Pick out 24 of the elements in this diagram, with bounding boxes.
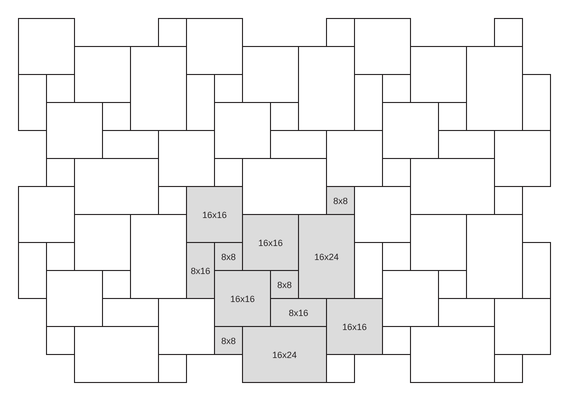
paving-tile (214, 242, 243, 271)
paving-tile (186, 242, 215, 299)
tile-size-label: 8x8 (221, 336, 236, 346)
tile-size-label: 16x24 (272, 350, 297, 360)
paving-tile (270, 270, 299, 299)
paving-tile (270, 298, 327, 327)
tile-size-label: 8x8 (333, 196, 348, 206)
tile-size-label: 8x16 (190, 266, 210, 276)
tile-size-label: 8x8 (221, 252, 236, 262)
paving-tile (326, 298, 383, 355)
paving-tile (326, 186, 355, 215)
tile-size-label: 16x16 (202, 210, 227, 220)
tile-size-label: 8x8 (277, 280, 292, 290)
paving-tile (242, 326, 327, 383)
paving-tile (186, 186, 243, 243)
tile-size-label: 16x16 (258, 238, 283, 248)
tile-size-label: 8x16 (288, 308, 308, 318)
paving-tile (214, 326, 243, 355)
paving-tile (298, 214, 355, 299)
tile-size-label: 16x16 (230, 294, 255, 304)
paving-tile (214, 270, 271, 327)
tile-size-label: 16x24 (314, 252, 339, 262)
tile-size-label: 16x16 (342, 322, 367, 332)
paving-tile (242, 214, 299, 271)
